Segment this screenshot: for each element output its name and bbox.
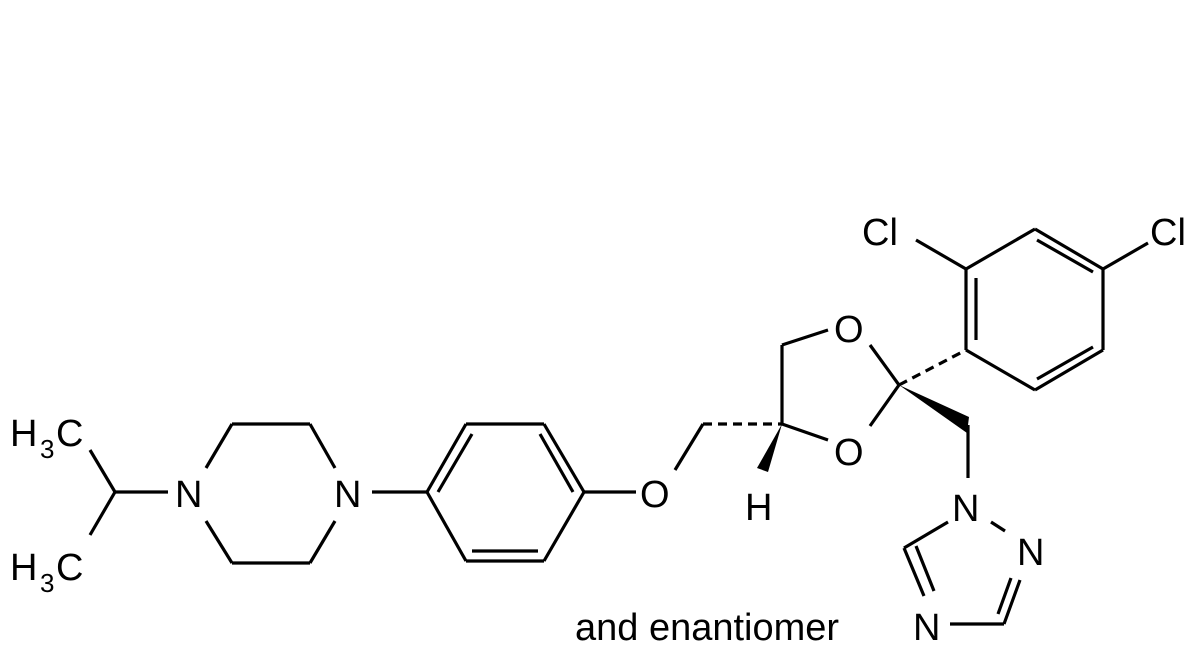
phenylene-ring xyxy=(425,422,636,563)
triazolylmethyl-group: N N N xyxy=(899,385,1044,649)
isopropyl-group: H 3 C H 3 C xyxy=(10,413,168,598)
dioxolane-ring: H O O xyxy=(745,309,901,529)
methyl-bottom-h: H xyxy=(10,547,37,589)
methyl-top-h: H xyxy=(10,413,37,455)
dioxolane-oxygen-top: O xyxy=(834,309,864,351)
ether-linker: O xyxy=(640,422,782,516)
enantiomer-caption: and enantiomer xyxy=(575,607,839,649)
stereo-wedge-ch2 xyxy=(899,385,969,433)
dichlorophenyl-ring: Cl Cl xyxy=(862,212,1186,392)
piperazine-n4: N xyxy=(334,474,361,516)
dioxolane-oxygen-bottom: O xyxy=(834,432,864,474)
triazole-n4: N xyxy=(913,607,940,649)
methyl-bottom-subscript: 3 xyxy=(40,568,54,598)
methyl-bottom-c: C xyxy=(56,547,83,589)
piperazine-ring: N N xyxy=(175,422,427,565)
methyl-top-c: C xyxy=(56,413,83,455)
triazole-n2: N xyxy=(1017,532,1044,574)
stereo-wedge-h xyxy=(757,424,782,472)
chlorine-para: Cl xyxy=(1150,212,1186,254)
triazole-n1: N xyxy=(952,488,979,530)
chlorine-ortho: Cl xyxy=(862,212,898,254)
methyl-top-subscript: 3 xyxy=(40,434,54,464)
piperazine-n1: N xyxy=(175,474,202,516)
stereo-hydrogen: H xyxy=(745,487,772,529)
ether-oxygen: O xyxy=(640,474,670,516)
